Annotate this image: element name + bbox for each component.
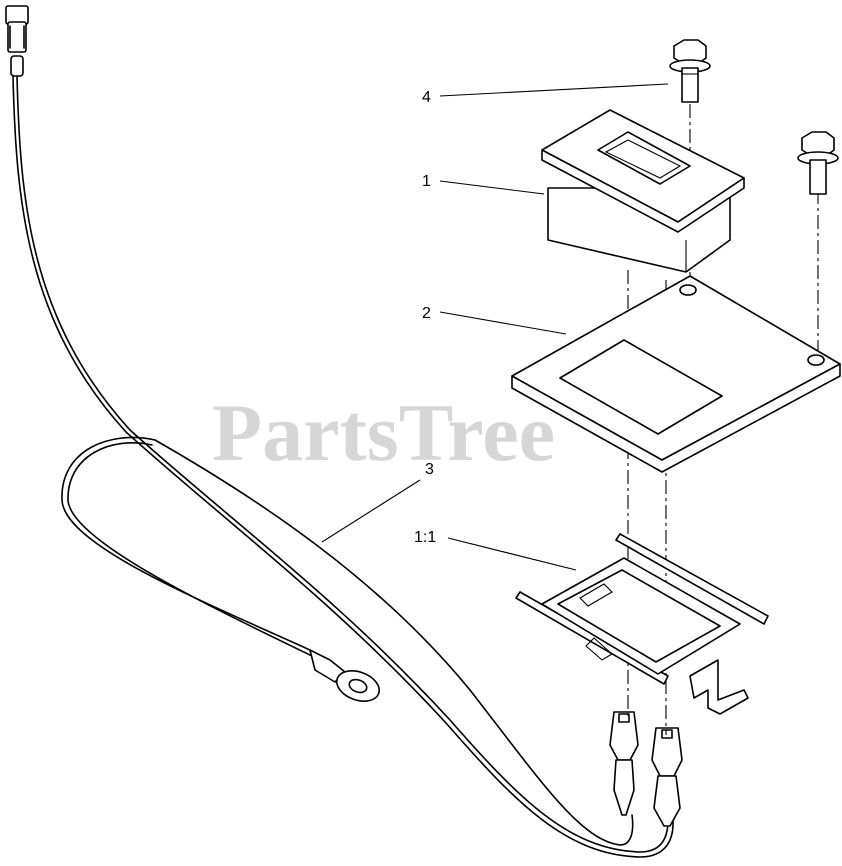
svg-text:1:1: 1:1 <box>414 529 436 546</box>
callout-3: 3 <box>321 461 434 543</box>
svg-text:2: 2 <box>422 305 431 322</box>
wire-harness <box>5 5 683 858</box>
svg-text:3: 3 <box>425 461 434 478</box>
svg-text:PartsTree: PartsTree <box>212 387 555 478</box>
svg-text:4: 4 <box>422 89 431 106</box>
callout-1: 1 <box>422 173 545 195</box>
bottom-spade-connector-right <box>651 727 683 827</box>
callout-2: 2 <box>422 305 567 335</box>
callout-4: 4 <box>422 83 669 106</box>
top-spade-connector <box>5 5 29 77</box>
bolt-right <box>797 131 839 195</box>
mounting-plate <box>511 275 841 473</box>
callout-1-1: 1:1 <box>414 529 577 571</box>
switch-bracket <box>515 533 769 715</box>
ring-terminal <box>309 649 381 702</box>
bottom-spade-connector-left <box>609 711 639 816</box>
switch-bezel <box>541 109 745 273</box>
watermark: PartsTree TM <box>212 387 619 478</box>
bolt-left <box>669 39 711 103</box>
callouts: 4 1 2 3 1:1 <box>321 83 669 571</box>
svg-text:1: 1 <box>422 173 431 190</box>
